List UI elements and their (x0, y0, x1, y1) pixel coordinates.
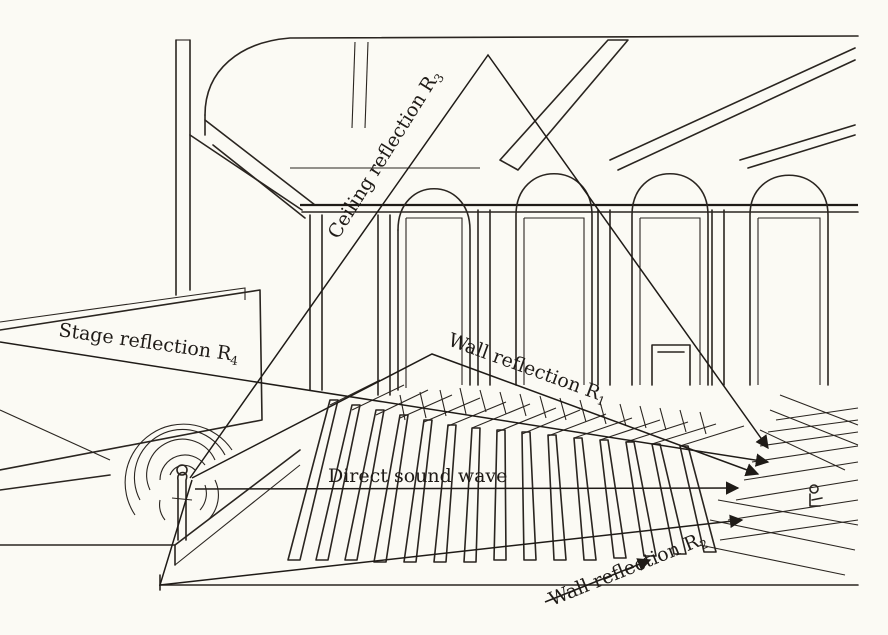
sound-source-waves (124, 423, 233, 521)
wall-reflection-r2-label: Wall reflection R2 (546, 527, 710, 612)
stage-reflection-ray (0, 341, 770, 467)
ceiling-reflection-label: Ceiling reflection R3 (324, 66, 448, 244)
wall-reflection-r2-arrow (544, 558, 652, 603)
wall-reflection-r2-ray (158, 479, 744, 586)
speaker-figure (171, 464, 193, 541)
labels: Ceiling reflection R3 Stage reflection R… (57, 66, 710, 612)
hall-architecture (0, 35, 859, 591)
seating-rows (287, 379, 859, 576)
direct-sound-label: Direct sound wave (328, 465, 507, 487)
wall-reflection-r1-ray (191, 353, 760, 479)
sound-rays (0, 53, 770, 603)
listener-figure (809, 484, 823, 507)
direct-sound-ray (194, 481, 740, 495)
stage-reflection-label: Stage reflection R4 (57, 319, 241, 368)
ceiling-reflection-ray (189, 53, 769, 479)
